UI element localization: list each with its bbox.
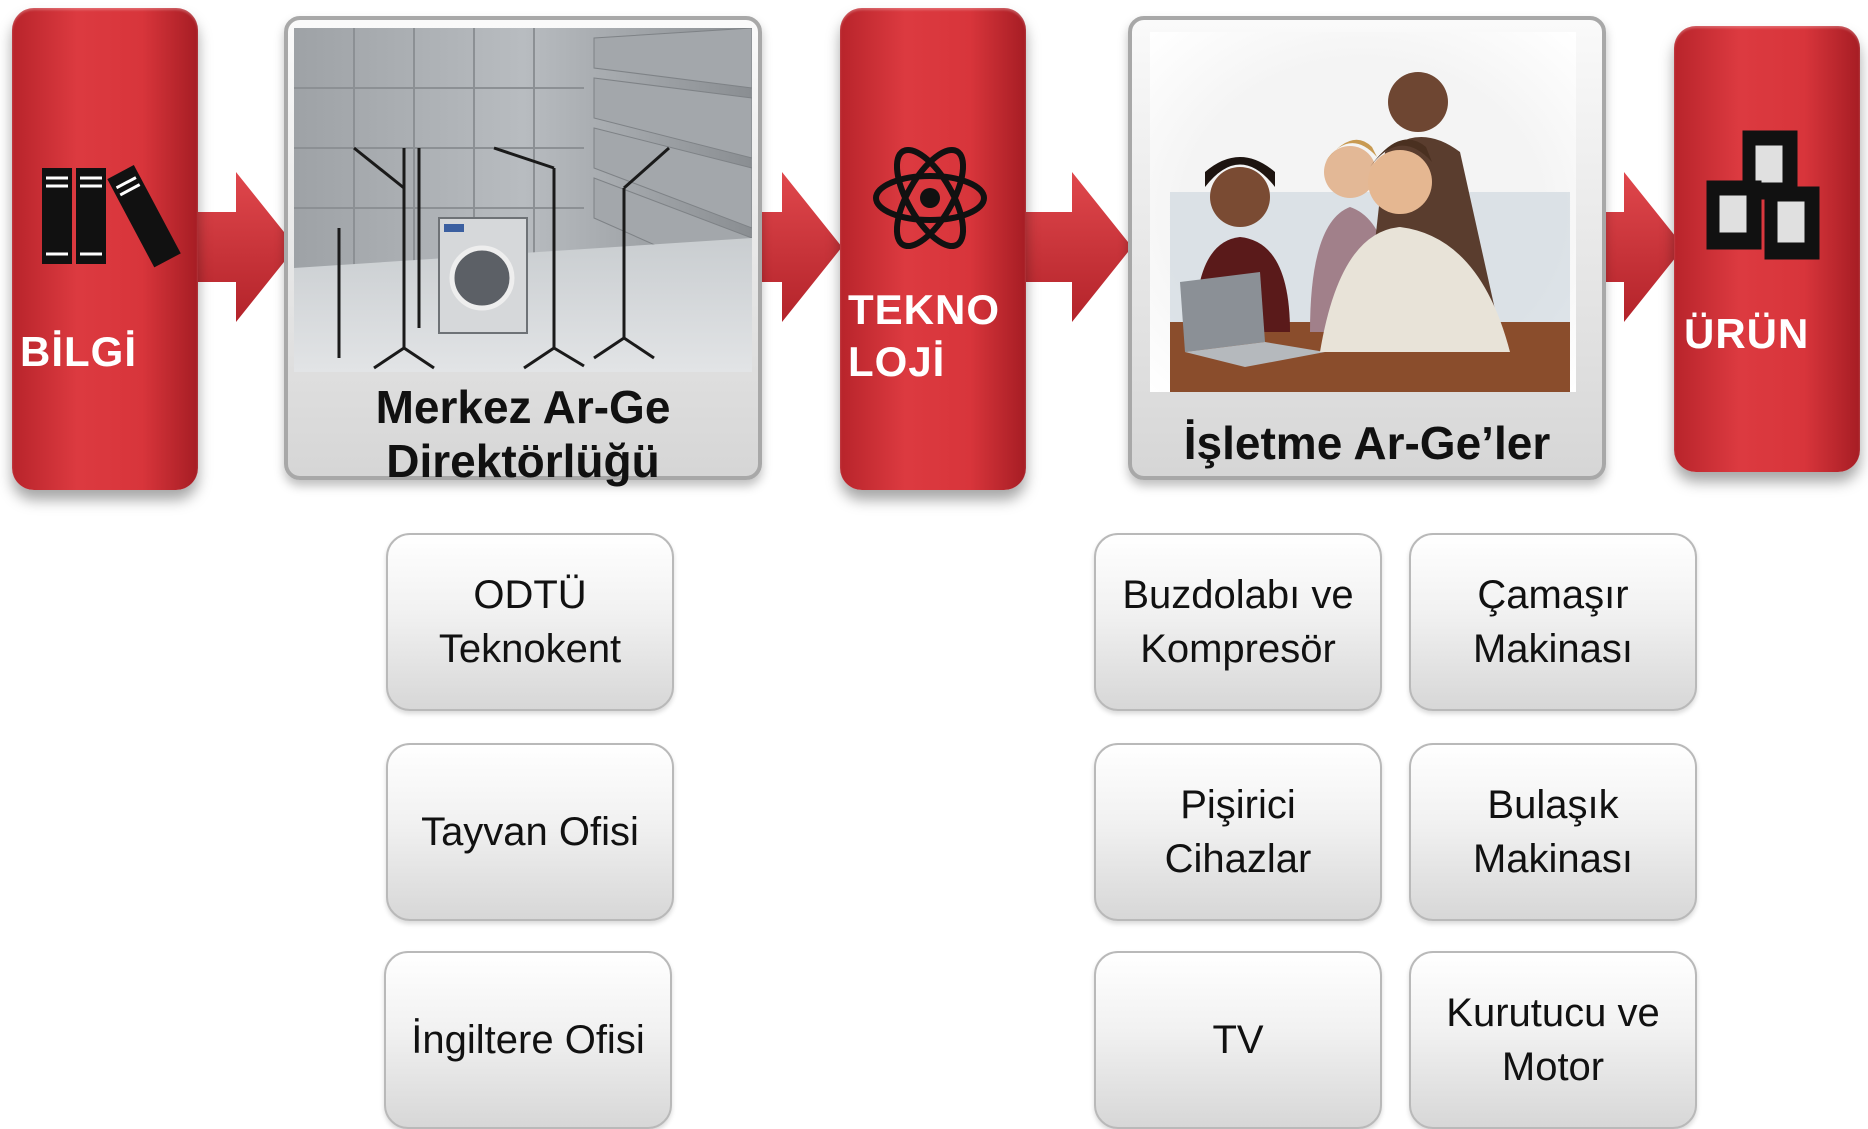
office-odtu-teknokent: ODTÜ Teknokent xyxy=(386,533,674,711)
isletme-arge-title: İşletme Ar-Ge’ler xyxy=(1183,417,1551,469)
office-tayvan: Tayvan Ofisi xyxy=(386,743,674,921)
office-ingiltere: İngiltere Ofisi xyxy=(384,951,672,1129)
bilgi-label: BİLGİ xyxy=(20,328,137,375)
urun-block: ÜRÜN xyxy=(1674,26,1860,472)
urun-label: ÜRÜN xyxy=(1684,310,1810,357)
unit-tv: TV xyxy=(1094,951,1382,1129)
anechoic-room-photo xyxy=(294,28,752,372)
product-boxes-icon xyxy=(1706,130,1820,260)
team-meeting-photo xyxy=(1150,32,1576,392)
arrow-right-icon xyxy=(724,172,842,322)
unit-camasir-makinasi: Çamaşır Makinası xyxy=(1409,533,1697,711)
merkez-arge-title: Merkez Ar-Ge Direktörlüğü xyxy=(375,381,671,487)
bilgi-block: BİLGİ xyxy=(12,8,198,490)
unit-pisirici-cihazlar: Pişirici Cihazlar xyxy=(1094,743,1382,921)
unit-kurutucu-motor: Kurutucu ve Motor xyxy=(1409,951,1697,1129)
merkez-arge-card: Merkez Ar-Ge Direktörlüğü xyxy=(284,16,762,487)
teknoloji-label: TEKNO LOJİ xyxy=(848,286,1000,385)
atom-icon xyxy=(873,146,987,250)
books-icon xyxy=(42,165,181,268)
unit-bulasik-makinasi: Bulaşık Makinası xyxy=(1409,743,1697,921)
arrow-right-icon xyxy=(1014,172,1132,322)
arrow-right-icon xyxy=(178,172,296,322)
arrow-right-icon xyxy=(1566,172,1684,322)
unit-buzdolabi-kompresor: Buzdolabı ve Kompresör xyxy=(1094,533,1382,711)
isletme-arge-card: İşletme Ar-Ge’ler xyxy=(1128,16,1606,480)
teknoloji-block: TEKNO LOJİ xyxy=(840,8,1026,490)
